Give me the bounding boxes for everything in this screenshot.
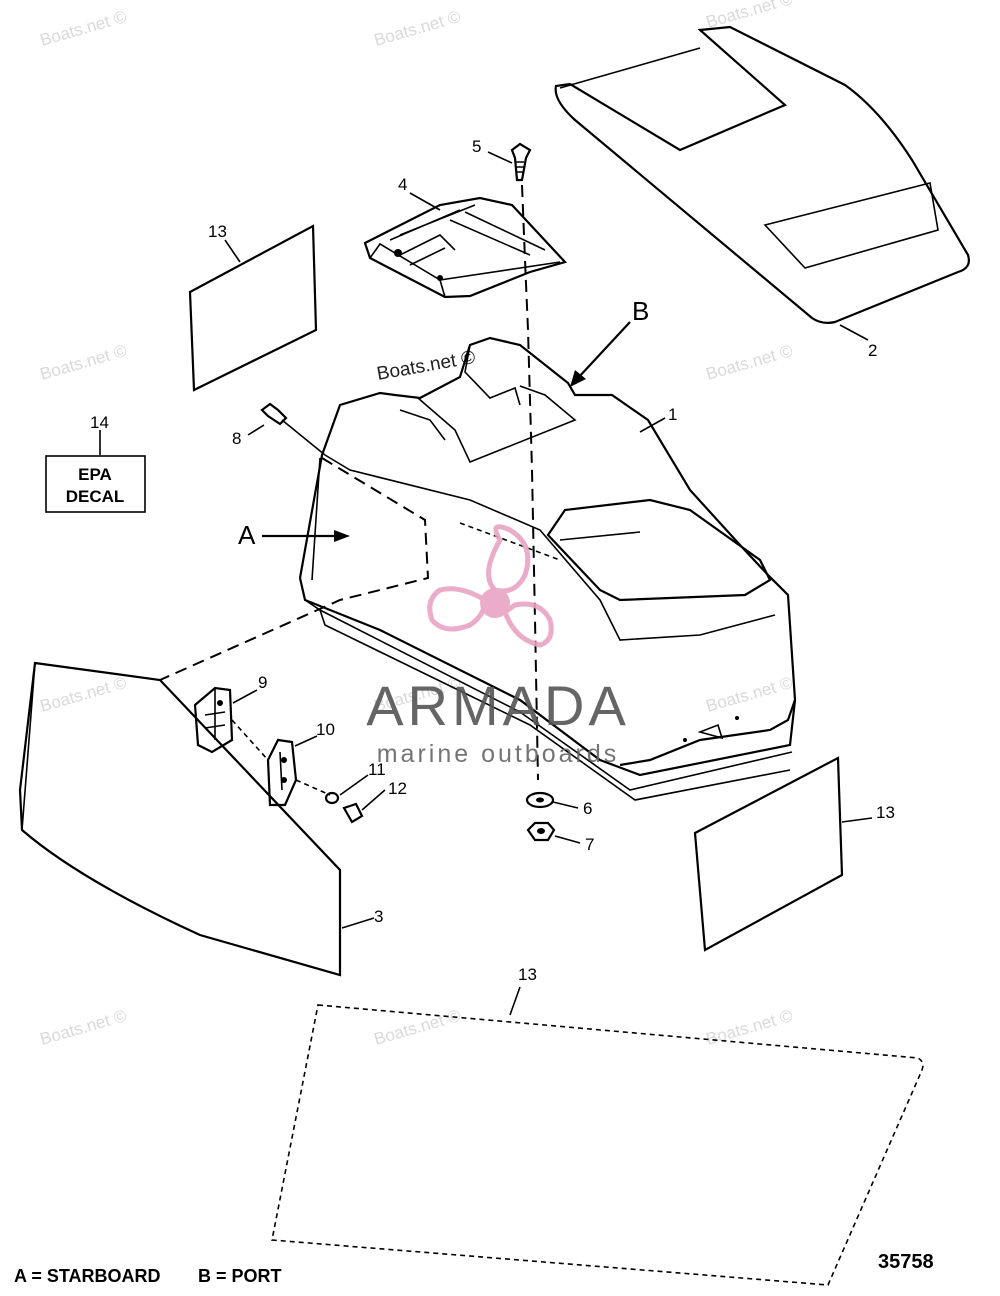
watermark: Boats.net © bbox=[372, 7, 463, 50]
callout-10: 10 bbox=[316, 720, 335, 739]
logo-tagline: marine outboards bbox=[377, 740, 620, 768]
callout-4: 4 bbox=[398, 175, 407, 194]
part-5-screw bbox=[510, 142, 532, 182]
callout-12: 12 bbox=[388, 779, 407, 798]
part-7-nut bbox=[526, 821, 556, 842]
callout-8: 8 bbox=[232, 429, 241, 448]
armada-logo: ARMADA marine outboards bbox=[366, 524, 630, 768]
watermark: Boats.net © bbox=[38, 673, 129, 716]
epa-decal-line1: EPA bbox=[78, 465, 112, 484]
part-10-bracket bbox=[266, 738, 298, 807]
part-8-line bbox=[281, 419, 326, 456]
legend: A = STARBOARD B = PORT bbox=[14, 1266, 282, 1286]
assembly-center-line bbox=[521, 184, 539, 781]
callout-5: 5 bbox=[472, 137, 481, 156]
part-3-side-decal bbox=[18, 661, 342, 977]
watermark: Boats.net © bbox=[704, 341, 795, 384]
epa-decal-line2: DECAL bbox=[66, 487, 125, 506]
watermark: Boats.net © bbox=[372, 1006, 463, 1049]
callout-3: 3 bbox=[374, 907, 383, 926]
part-13-decal-bottom bbox=[271, 1004, 924, 1286]
part-6-washer bbox=[525, 791, 555, 809]
view-b-letter: B bbox=[632, 296, 649, 326]
part-4-vent-cover bbox=[363, 196, 568, 299]
view-label-b: B bbox=[570, 296, 649, 387]
logo-name: ARMADA bbox=[366, 674, 630, 737]
callout-leaders bbox=[99, 151, 873, 1016]
part-8-screw bbox=[260, 402, 288, 426]
view-label-a: A bbox=[238, 520, 350, 550]
callout-numbers: 1 2 3 4 5 6 7 8 9 10 11 12 13 13 13 14 bbox=[90, 137, 895, 984]
callout-13-bottom: 13 bbox=[518, 965, 537, 984]
callout-1: 1 bbox=[668, 405, 677, 424]
drawing-number: 35758 bbox=[878, 1251, 934, 1273]
epa-decal-box: EPA DECAL bbox=[45, 455, 146, 513]
callout-9: 9 bbox=[258, 673, 267, 692]
part-2-top-decal bbox=[554, 25, 970, 324]
part-13-decal-upper bbox=[188, 224, 318, 392]
legend-starboard: A = STARBOARD bbox=[14, 1266, 161, 1286]
decal-a-outline bbox=[159, 457, 430, 681]
bracket-assembly-line bbox=[231, 719, 331, 796]
callout-13-upper: 13 bbox=[208, 222, 227, 241]
watermark: Boats.net © bbox=[38, 341, 129, 384]
part-12-screw bbox=[342, 802, 364, 824]
propeller-icon bbox=[427, 524, 554, 648]
watermark: Boats.net © bbox=[704, 673, 795, 716]
callout-14: 14 bbox=[90, 413, 109, 432]
legend-port: B = PORT bbox=[198, 1266, 282, 1286]
watermark-group: Boats.net © Boats.net © Boats.net © Boat… bbox=[38, 0, 795, 1049]
callout-2: 2 bbox=[868, 341, 877, 360]
callout-7: 7 bbox=[585, 835, 594, 854]
callout-11: 11 bbox=[368, 760, 386, 779]
part-9-bracket bbox=[193, 686, 234, 754]
part-1-cowl bbox=[298, 336, 797, 801]
view-a-letter: A bbox=[238, 520, 256, 550]
watermark-inline: Boats.net © bbox=[375, 347, 477, 385]
part-13-decal-right bbox=[693, 756, 844, 952]
callout-13-right: 13 bbox=[876, 803, 895, 822]
callout-6: 6 bbox=[583, 799, 592, 818]
watermark: Boats.net © bbox=[38, 7, 129, 50]
watermark: Boats.net © bbox=[38, 1006, 129, 1049]
part-11-washer bbox=[324, 791, 340, 805]
watermark: Boats.net © bbox=[704, 0, 795, 32]
